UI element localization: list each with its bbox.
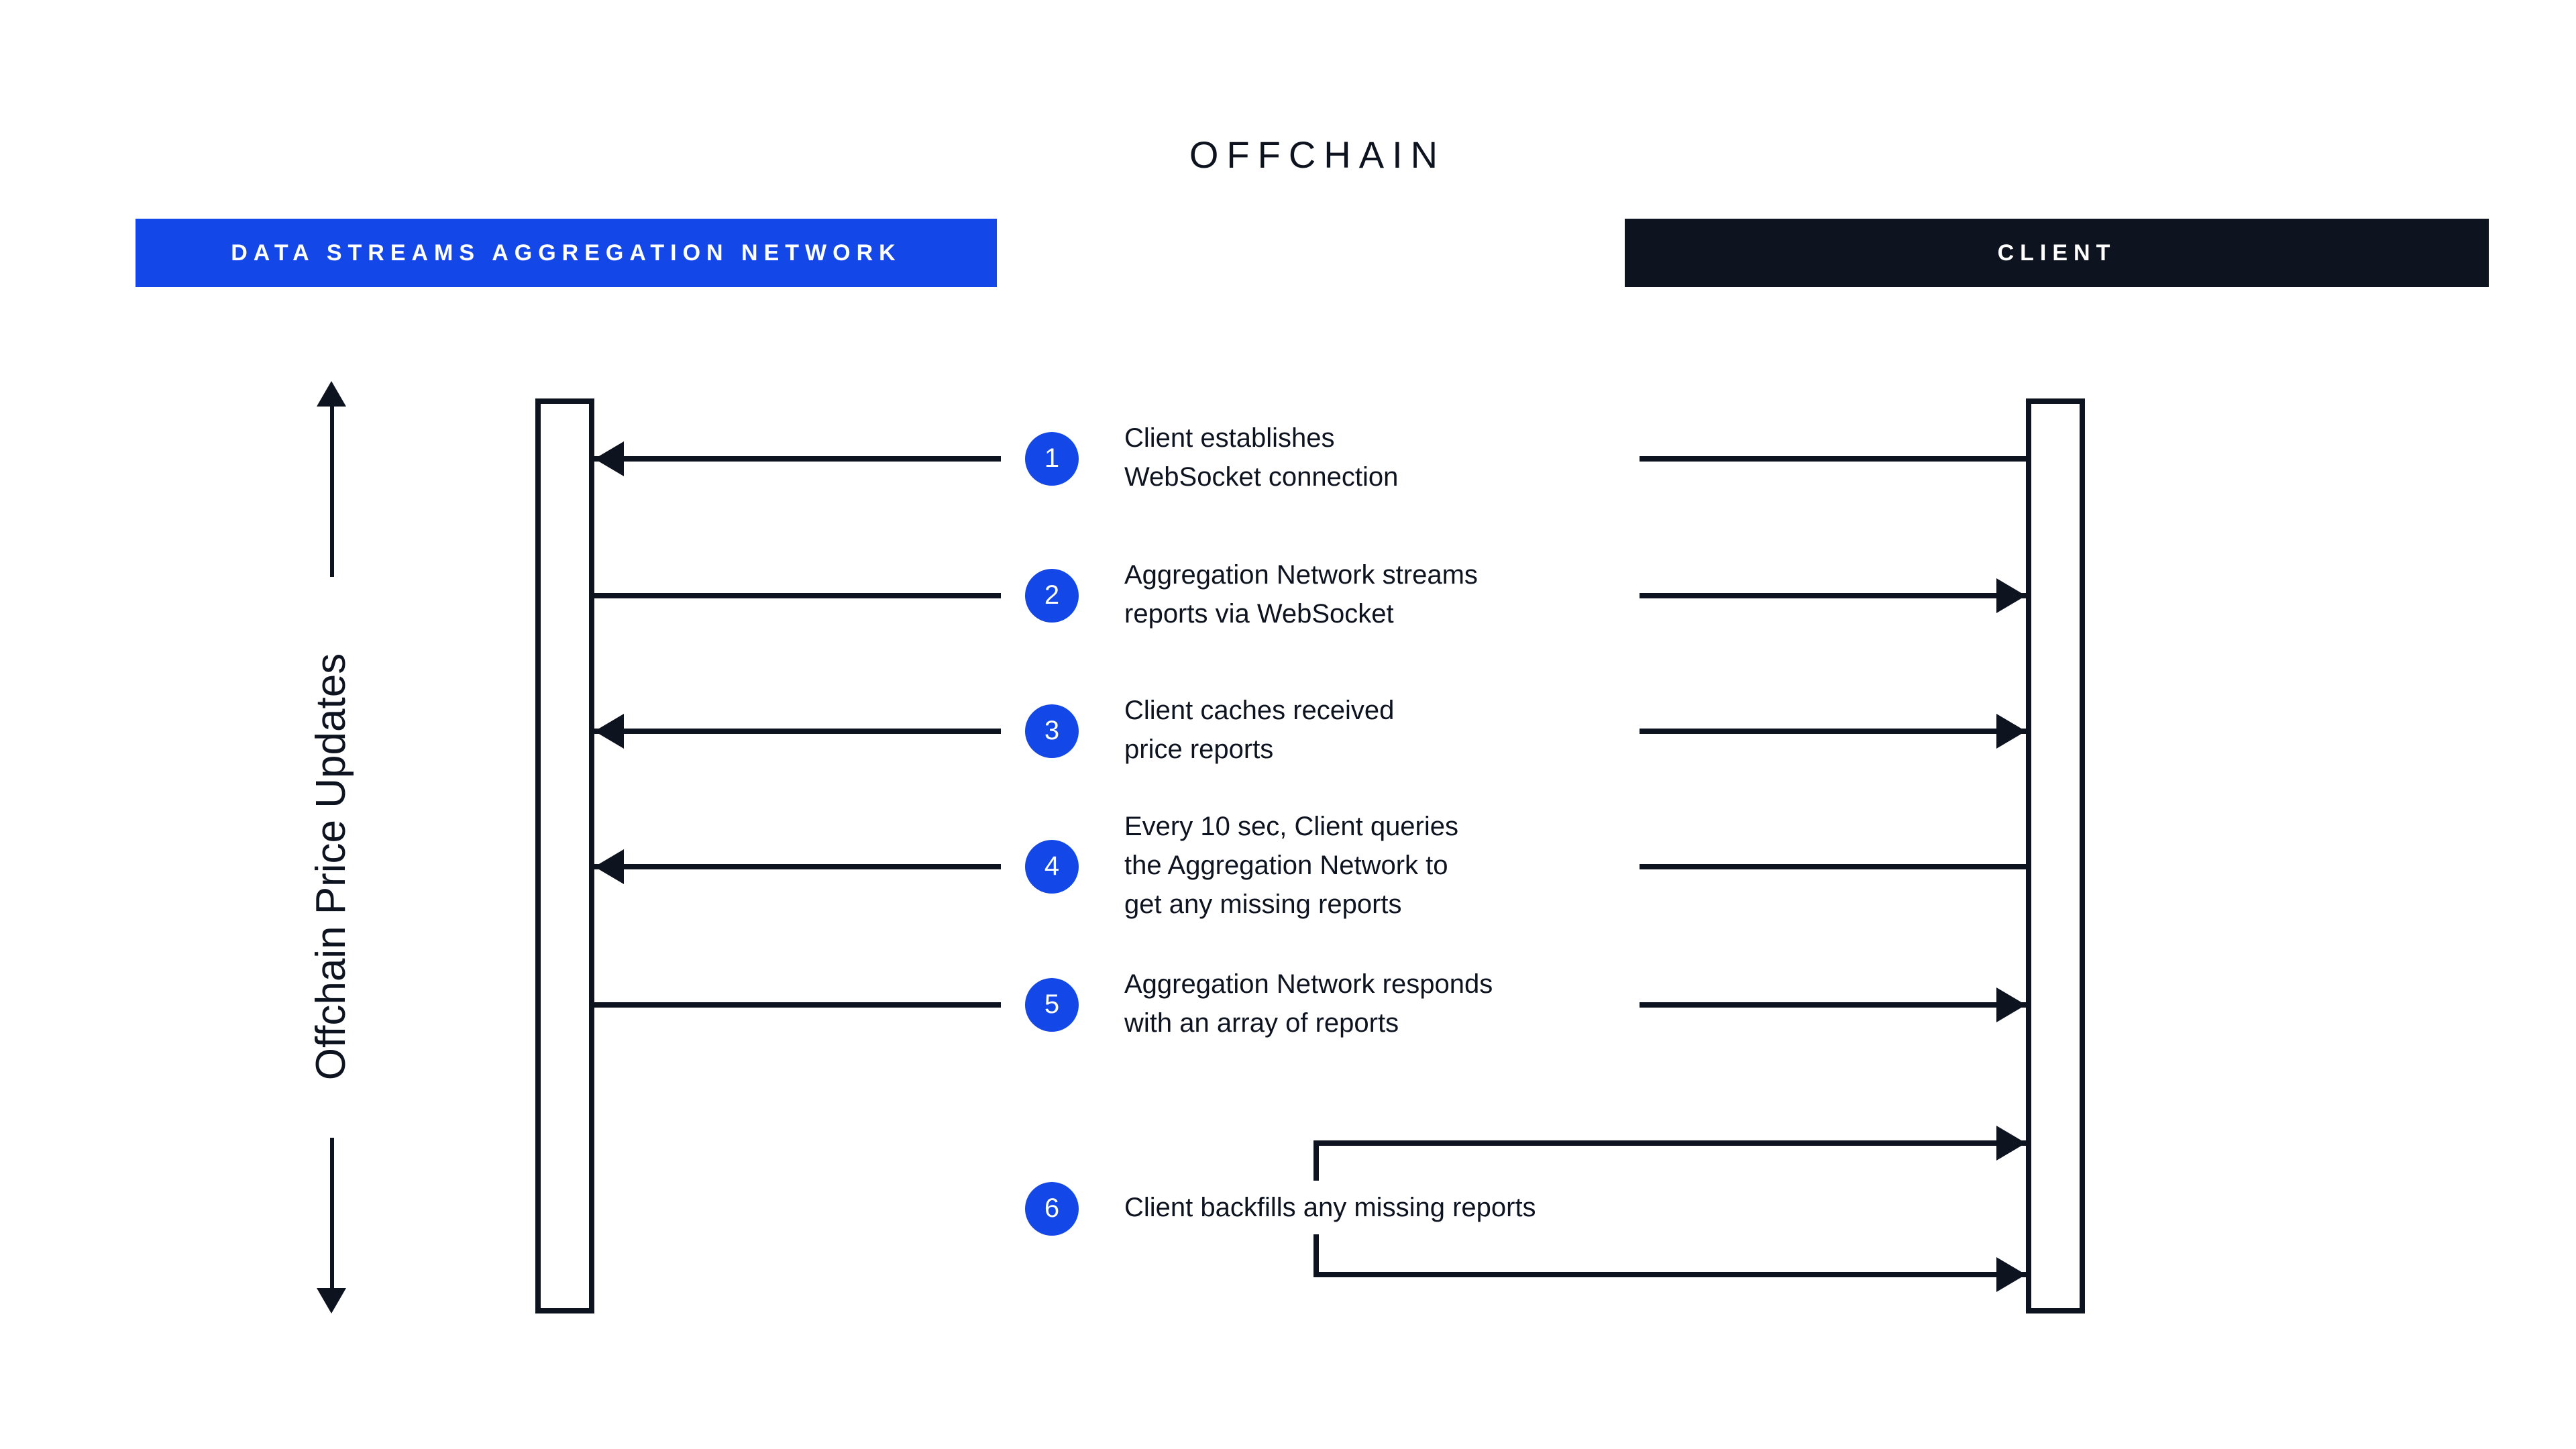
step-2-text: Aggregation Network streams reports via …: [1124, 557, 1478, 635]
step-4-text-line: the Aggregation Network to: [1124, 851, 1448, 881]
step-2-arrowhead-right-icon: [1996, 578, 2026, 613]
step-2-line-right: [1640, 593, 2026, 598]
step-4-text-line: get any missing reports: [1124, 890, 1402, 920]
step-3-number-badge: 3: [1025, 704, 1079, 758]
guide-line-down: [329, 1138, 333, 1291]
lane-header-aggregation-network: DATA STREAMS AGGREGATION NETWORK: [136, 219, 997, 287]
step-1-text: Client establishes WebSocket connection: [1124, 420, 1398, 498]
client-lifeline: [2026, 398, 2085, 1313]
step-4-arrowhead-left-icon: [594, 849, 624, 884]
step-4-text-line: Every 10 sec, Client queries: [1124, 812, 1459, 842]
step-5-number-badge: 5: [1025, 978, 1079, 1032]
step-3-line-left: [594, 729, 1001, 734]
arrow-down-icon: [317, 1288, 346, 1313]
step-5-text-line: Aggregation Network responds: [1124, 970, 1493, 1000]
step-6-bracket-bottom-stub: [1313, 1234, 1319, 1277]
step-6-number-badge: 6: [1025, 1182, 1079, 1236]
step-3-text-line: price reports: [1124, 735, 1274, 765]
step-1-line-right: [1640, 456, 2026, 462]
step-5-line-left: [594, 1002, 1001, 1008]
step-2-line-left: [594, 593, 1001, 598]
step-3-line-right: [1640, 729, 2026, 734]
lane-header-client: CLIENT: [1625, 219, 2489, 287]
step-3-text: Client caches received price reports: [1124, 692, 1394, 770]
step-5-line-right: [1640, 1002, 2026, 1008]
step-4-line-right: [1640, 864, 2026, 869]
step-1-text-line: Client establishes: [1124, 424, 1335, 453]
step-1-line-left: [594, 456, 1001, 462]
step-5-text: Aggregation Network responds with an arr…: [1124, 966, 1493, 1044]
step-6-text: Client backfills any missing reports: [1124, 1189, 1536, 1228]
step-2-text-line: Aggregation Network streams: [1124, 561, 1478, 590]
step-3-text-line: Client caches received: [1124, 696, 1395, 726]
step-6-arrowhead-bottom-icon: [1996, 1257, 2026, 1292]
step-6-line-top: [1313, 1140, 2026, 1146]
aggregation-network-lifeline: [535, 398, 594, 1313]
step-4-number-badge: 4: [1025, 840, 1079, 894]
step-5-text-line: with an array of reports: [1124, 1009, 1399, 1038]
step-1-text-line: WebSocket connection: [1124, 463, 1399, 492]
step-4-text: Every 10 sec, Client queries the Aggrega…: [1124, 808, 1458, 925]
step-6-text-line: Client backfills any missing reports: [1124, 1193, 1536, 1223]
step-2-text-line: reports via WebSocket: [1124, 600, 1394, 629]
step-3-arrowhead-right-icon: [1996, 714, 2026, 749]
guide-line-up: [329, 402, 333, 577]
page-title: OFFCHAIN: [1189, 134, 1446, 176]
step-3-arrowhead-left-icon: [594, 714, 624, 749]
step-6-line-bottom: [1313, 1272, 2026, 1277]
step-1-number-badge: 1: [1025, 432, 1079, 486]
step-4-line-left: [594, 864, 1001, 869]
step-2-number-badge: 2: [1025, 569, 1079, 623]
step-6-bracket-top-stub: [1313, 1140, 1319, 1181]
side-label-offchain-price-updates: Offchain Price Updates: [307, 653, 354, 1081]
step-5-arrowhead-right-icon: [1996, 987, 2026, 1022]
step-1-arrowhead-left-icon: [594, 441, 624, 476]
arrow-up-icon: [317, 381, 346, 407]
step-6-arrowhead-top-icon: [1996, 1126, 2026, 1161]
